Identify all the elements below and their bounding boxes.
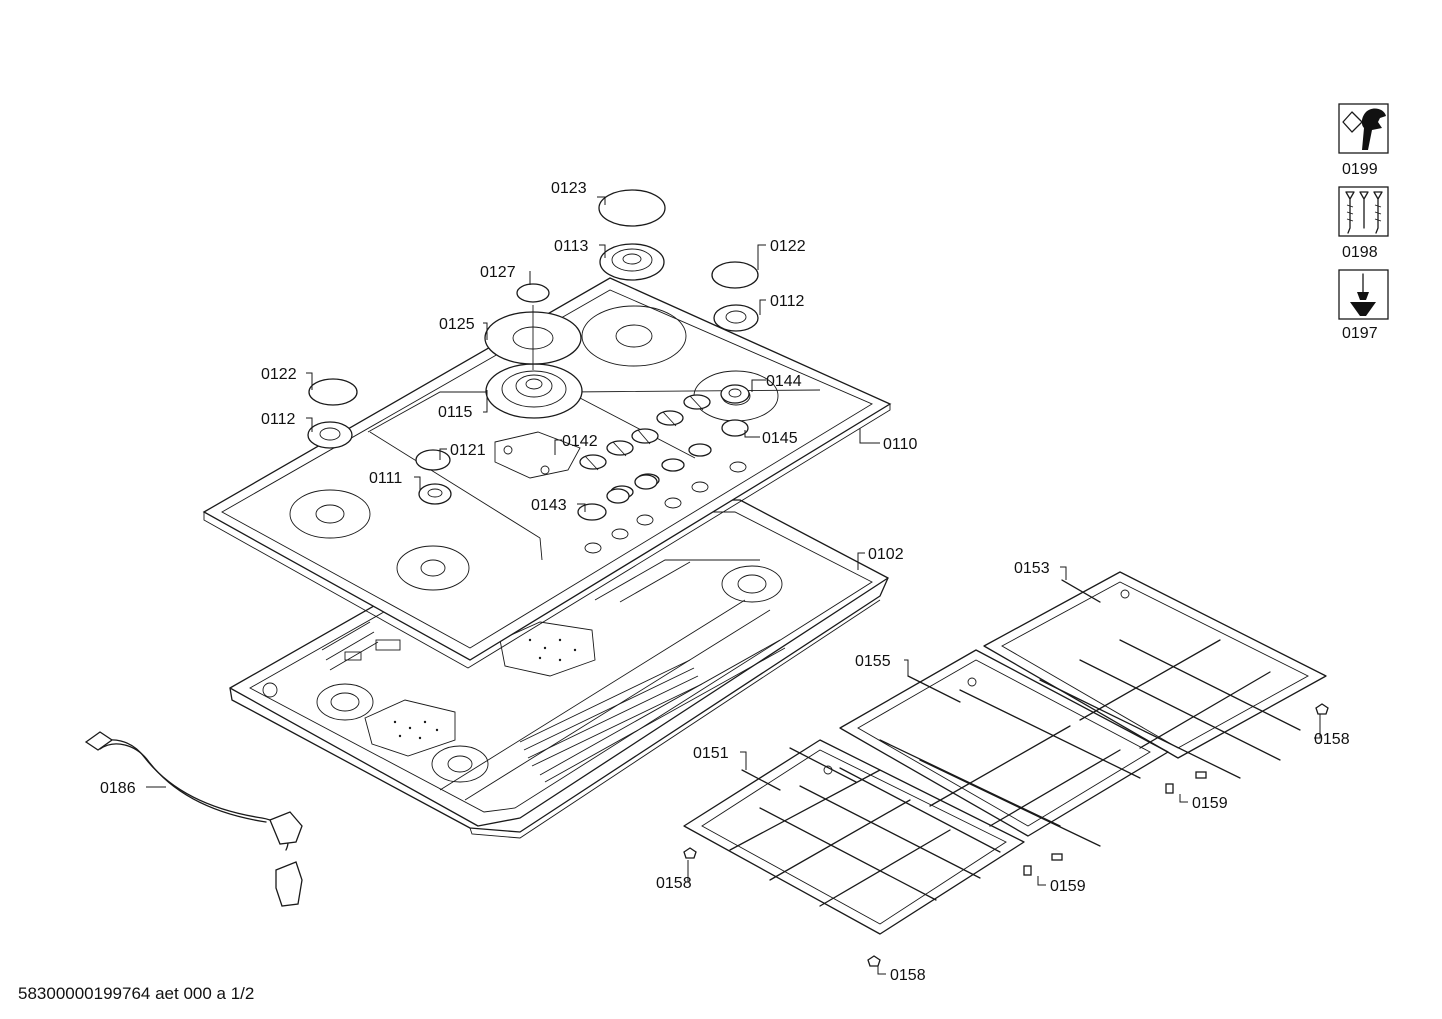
- label-0158-bottom: 0158: [890, 967, 926, 984]
- label-0143: 0143: [531, 497, 567, 514]
- burner-0113: [599, 243, 665, 281]
- burner-0112-left: [307, 421, 353, 449]
- label-0151: 0151: [693, 745, 729, 762]
- label-0115: 0115: [438, 404, 473, 421]
- burner-0115-wok: [485, 363, 583, 419]
- label-0110: 0110: [883, 436, 918, 453]
- screws-icon: [1338, 186, 1389, 237]
- label-0158-right: 0158: [1314, 731, 1350, 748]
- wok-ring-0125: [484, 305, 582, 370]
- burner-caps: [308, 189, 759, 471]
- document-id: 58300000199764 aet 000 a 1/2: [18, 984, 254, 1003]
- leader-lines: [146, 196, 1321, 975]
- rubber-feet: [683, 703, 1329, 967]
- label-0112-right: 0112: [770, 293, 805, 310]
- label-0159-right: 0159: [1192, 795, 1228, 812]
- label-0102: 0102: [868, 546, 904, 563]
- burner-0144: [720, 384, 750, 404]
- label-0127: 0127: [480, 264, 516, 281]
- burner-0112-right: [713, 304, 759, 332]
- service-icon-panel: 0199 0198 0197: [1338, 103, 1389, 342]
- label-0125: 0125: [439, 316, 475, 333]
- label-0199: 0199: [1342, 161, 1378, 178]
- label-0111: 0111: [369, 470, 402, 487]
- label-0186: 0186: [100, 780, 136, 797]
- label-0122-right: 0122: [770, 238, 806, 255]
- power-cord: [84, 731, 303, 907]
- label-0159-left: 0159: [1050, 878, 1086, 895]
- label-0112-left: 0112: [261, 411, 296, 428]
- label-0155: 0155: [855, 653, 891, 670]
- label-0197: 0197: [1342, 325, 1378, 342]
- label-0142: 0142: [562, 433, 598, 450]
- label-0158-left: 0158: [656, 875, 692, 892]
- label-0153: 0153: [1014, 560, 1050, 577]
- label-0198: 0198: [1342, 244, 1378, 261]
- label-0145: 0145: [762, 430, 798, 447]
- label-0113: 0113: [554, 238, 589, 255]
- screwdriver-icon: [1338, 269, 1389, 320]
- label-0122-left: 0122: [261, 366, 297, 383]
- wrench-nut-icon: [1338, 103, 1389, 154]
- label-0123: 0123: [551, 180, 587, 197]
- pan-support-0151: [683, 739, 1025, 935]
- ignition-harness: [494, 431, 581, 479]
- burner-0111: [418, 483, 452, 505]
- label-0121: 0121: [450, 442, 486, 459]
- part-labels: 0123 0113 0122 0127 0112 0125 0122 0144 …: [100, 180, 1350, 984]
- label-0144: 0144: [766, 373, 802, 390]
- pan-support-0153: [823, 571, 1327, 779]
- hob-top-plate: [202, 277, 892, 669]
